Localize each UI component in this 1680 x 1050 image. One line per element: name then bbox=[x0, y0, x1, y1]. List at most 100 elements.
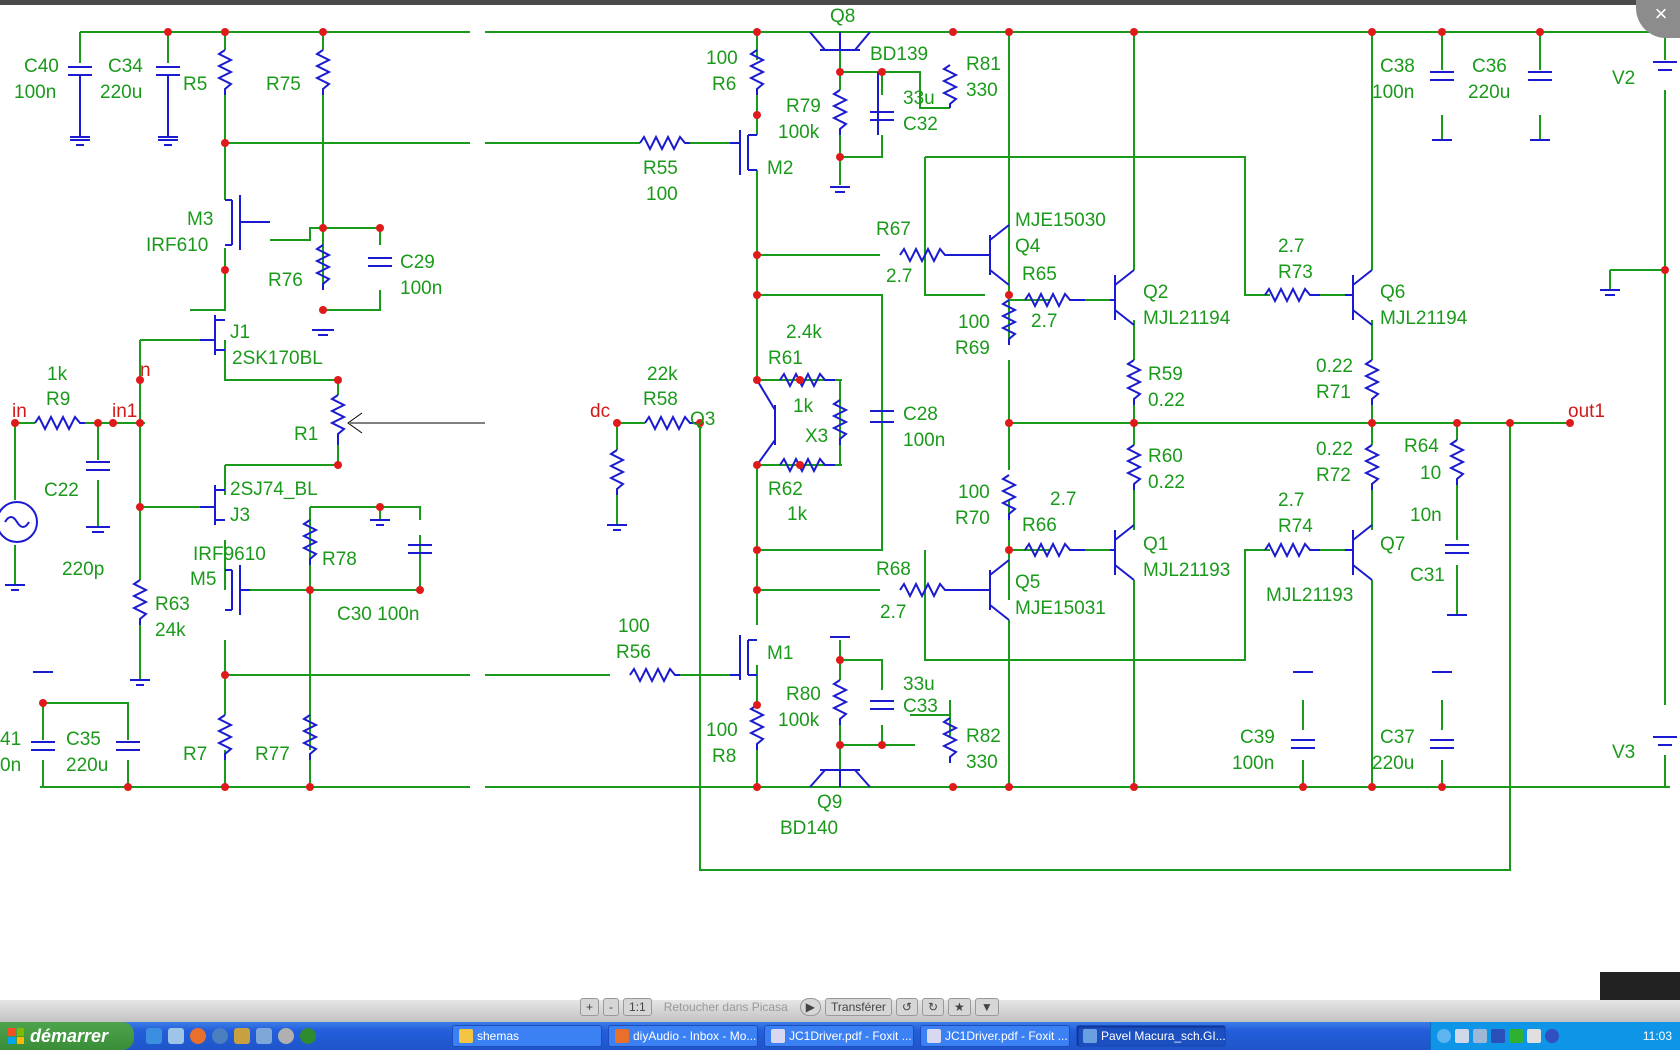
firefox-icon[interactable] bbox=[190, 1028, 206, 1044]
play-icon[interactable] bbox=[1509, 1029, 1523, 1043]
label-r63-line: 24k bbox=[155, 620, 186, 641]
x3-pot bbox=[831, 399, 849, 445]
wires bbox=[14, 31, 1680, 871]
label-r73-line: 2.7 bbox=[1278, 236, 1304, 257]
volume-icon[interactable] bbox=[1527, 1029, 1541, 1043]
c34-cap bbox=[156, 66, 180, 76]
network-icon[interactable] bbox=[1455, 1029, 1469, 1043]
label-c34-line: C34 bbox=[108, 56, 143, 77]
label-q7-line: Q7 bbox=[1380, 534, 1405, 555]
display-icon[interactable] bbox=[1473, 1029, 1487, 1043]
label-j1-line: J1 bbox=[230, 322, 250, 343]
label-r79-line: 100k bbox=[778, 122, 820, 143]
label-m1-line: M1 bbox=[767, 643, 793, 664]
label-r55-line: R55 bbox=[643, 158, 678, 179]
label-q9-line: BD140 bbox=[780, 818, 838, 839]
r5-resistor bbox=[216, 49, 234, 95]
play-button[interactable]: ▶ bbox=[799, 998, 822, 1016]
label-r79: R79 100k bbox=[778, 96, 821, 143]
label-c38-line: 100n bbox=[1372, 82, 1414, 103]
taskbar-item[interactable]: shemas bbox=[452, 1025, 602, 1047]
label-bd139-line: BD139 bbox=[870, 44, 928, 65]
label-r65-line: R65 bbox=[1022, 264, 1057, 285]
label-v3-line: V3 bbox=[1612, 742, 1635, 763]
label-r79-line: R79 bbox=[786, 96, 821, 117]
more-options-icon[interactable]: ▼ bbox=[974, 998, 999, 1016]
start-button[interactable]: démarrer bbox=[0, 1022, 134, 1050]
c28-cap bbox=[870, 410, 894, 423]
label-r74-line: R74 bbox=[1278, 516, 1313, 537]
label-r70-line: 100 bbox=[958, 482, 990, 503]
label-r77-line: R77 bbox=[255, 744, 290, 765]
zoom-out-button[interactable]: - bbox=[603, 998, 620, 1016]
taskbar-item[interactable]: diyAudio - Inbox - Mo... bbox=[608, 1025, 758, 1047]
viewer-corner-block bbox=[1600, 972, 1680, 1000]
media-icon[interactable] bbox=[256, 1028, 272, 1044]
label-r81-line: R81 bbox=[966, 54, 1001, 75]
rotate-left-icon[interactable]: ↺ bbox=[895, 998, 918, 1016]
j1-jfet bbox=[200, 315, 225, 355]
viewer-top-strip bbox=[0, 0, 1680, 5]
notepad-icon[interactable] bbox=[168, 1028, 184, 1044]
start-label: démarrer bbox=[30, 1025, 109, 1046]
tree-icon[interactable] bbox=[300, 1028, 316, 1044]
label-r7-line: R7 bbox=[183, 744, 207, 765]
label-r68-line: 2.7 bbox=[880, 602, 906, 623]
label-j3-line: J3 bbox=[230, 505, 250, 526]
transfer-button[interactable]: Transférer bbox=[825, 998, 892, 1016]
taskbar-item[interactable]: JC1Driver.pdf - Foxit ... bbox=[920, 1025, 1070, 1047]
rotate-right-icon[interactable]: ↻ bbox=[921, 998, 945, 1016]
label-r55-line: 100 bbox=[646, 184, 678, 205]
q2-bjt bbox=[1110, 269, 1135, 326]
taskbar-item-label: JC1Driver.pdf - Foxit ... bbox=[945, 1029, 1068, 1043]
zoom-in-button[interactable]: + bbox=[580, 998, 600, 1016]
r58-resistor bbox=[644, 414, 700, 432]
media-player-icon[interactable] bbox=[1491, 1029, 1505, 1043]
q3-bjt bbox=[756, 379, 776, 466]
label-r58-line: R58 bbox=[643, 389, 678, 410]
label-m2-line: M2 bbox=[767, 158, 793, 179]
r80-resistor bbox=[831, 679, 849, 725]
actual-size-button[interactable]: 1:1 bbox=[623, 998, 652, 1016]
r67-resistor bbox=[899, 246, 980, 264]
m3-mosfet bbox=[225, 195, 270, 250]
taskbar-item[interactable]: Pavel Macura_sch.GI... bbox=[1076, 1025, 1226, 1047]
agent-icon[interactable] bbox=[278, 1028, 294, 1044]
label-c36-line: 220u bbox=[1468, 82, 1510, 103]
label-m2: M2 bbox=[767, 158, 793, 179]
star-icon[interactable]: ★ bbox=[948, 998, 971, 1016]
label-c41-line: 0n bbox=[0, 755, 21, 776]
label-bd139: BD139 bbox=[870, 44, 928, 65]
thunderbird-icon[interactable] bbox=[212, 1028, 228, 1044]
chevron-left-icon[interactable] bbox=[1437, 1029, 1451, 1043]
label-c31-line: 10n bbox=[1410, 505, 1442, 526]
viewer-toolbar: + - 1:1 Retoucher dans Picasa ▶ Transfér… bbox=[580, 998, 999, 1016]
label-r75: R75 bbox=[266, 74, 301, 95]
label-r5: R5 bbox=[183, 74, 207, 95]
dc-resistor bbox=[608, 449, 626, 495]
label-c29-line: C29 bbox=[400, 252, 435, 273]
label-r62-line: R62 bbox=[768, 479, 803, 500]
ie-icon[interactable] bbox=[146, 1028, 162, 1044]
security-icon[interactable] bbox=[1545, 1029, 1559, 1043]
r75-resistor bbox=[314, 49, 332, 95]
label-c40-line: C40 bbox=[24, 56, 59, 77]
label-c37-line: C37 bbox=[1380, 727, 1415, 748]
label-c29-line: 100n bbox=[400, 278, 442, 299]
app-icon[interactable] bbox=[234, 1028, 250, 1044]
r63-resistor bbox=[131, 579, 149, 625]
r65-resistor bbox=[1024, 291, 1085, 309]
pot-wiper-arrow bbox=[347, 412, 485, 434]
m2-mosfet bbox=[730, 130, 757, 175]
r6-resistor bbox=[748, 49, 766, 95]
label-x3-line: X3 bbox=[805, 426, 828, 447]
taskbar-item[interactable]: JC1Driver.pdf - Foxit ... bbox=[764, 1025, 914, 1047]
q7-bjt bbox=[1345, 524, 1373, 581]
